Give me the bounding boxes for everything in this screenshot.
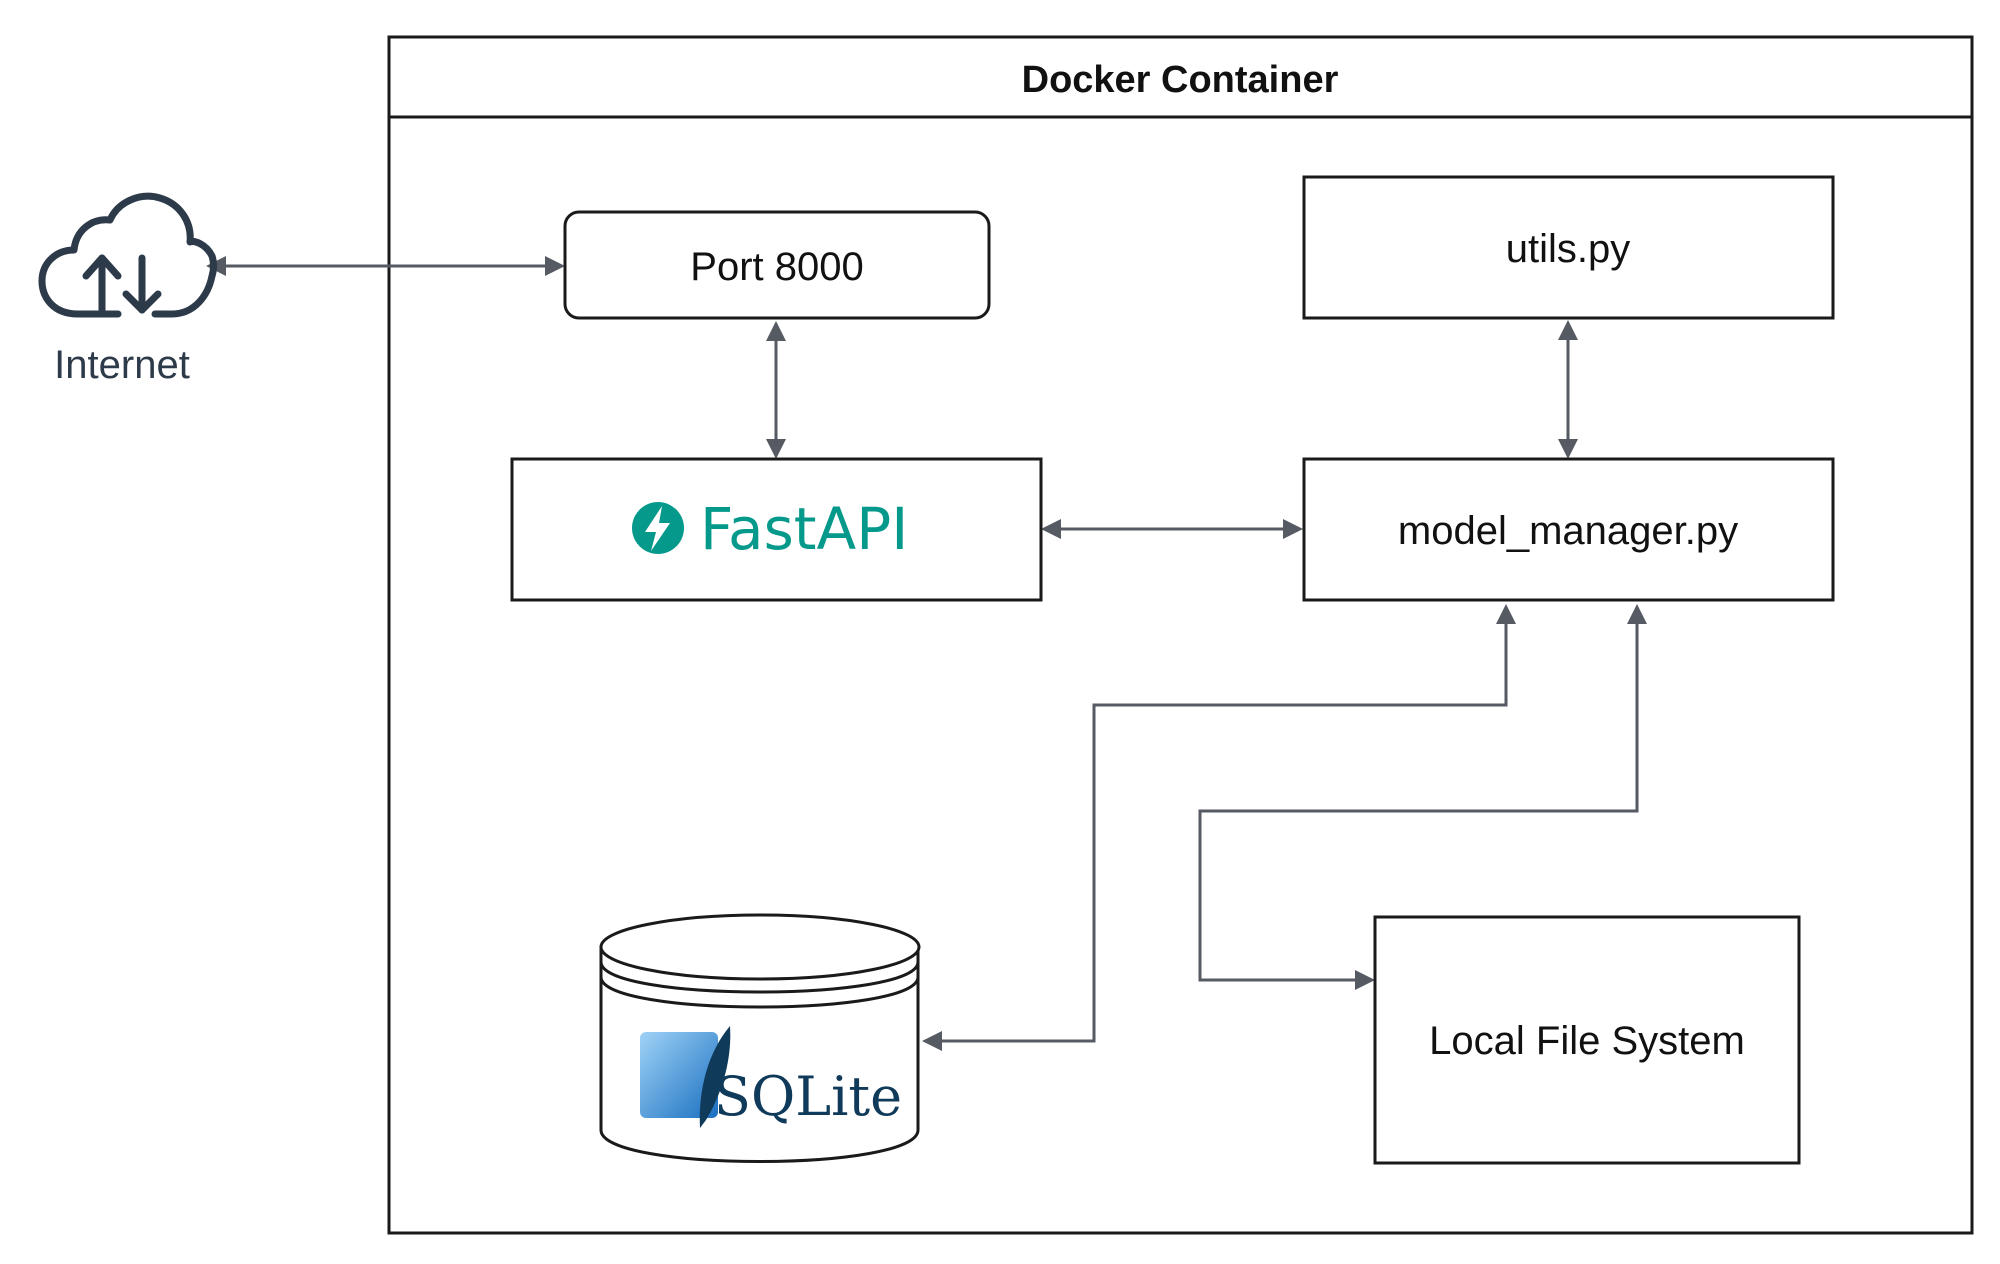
- internet-node: Internet: [38, 192, 217, 387]
- local-fs-label: Local File System: [1429, 1019, 1745, 1063]
- fastapi-bolt-logo: [632, 502, 684, 554]
- connectors: [206, 256, 1647, 1051]
- cloud-upload-download-icon: [38, 192, 217, 318]
- model-manager-label: model_manager.py: [1398, 509, 1738, 553]
- edge-model-manager-sqlite: [922, 604, 1516, 1051]
- internet-label: Internet: [54, 343, 190, 387]
- utils-node: utils.py: [1302, 175, 1835, 320]
- sqlite-node: SQLite: [599, 913, 921, 1163]
- model-manager-node: model_manager.py: [1302, 457, 1835, 602]
- edge-utils-model-manager: [1558, 320, 1578, 459]
- local-fs-node: Local File System: [1373, 915, 1801, 1165]
- fastapi-node: FastAPI: [510, 457, 1043, 602]
- utils-label: utils.py: [1506, 227, 1631, 271]
- sqlite-feather-logo: [640, 1026, 731, 1128]
- container-title: Docker Container: [1022, 59, 1339, 101]
- fastapi-label: FastAPI: [700, 495, 908, 563]
- edge-port-fastapi: [766, 321, 786, 459]
- sqlite-label: SQLite: [714, 1065, 902, 1128]
- edge-model-manager-local-fs: [1198, 604, 1647, 990]
- port-node: Port 8000: [563, 210, 991, 320]
- port-label: Port 8000: [690, 245, 863, 289]
- edge-fastapi-model-manager: [1041, 519, 1303, 539]
